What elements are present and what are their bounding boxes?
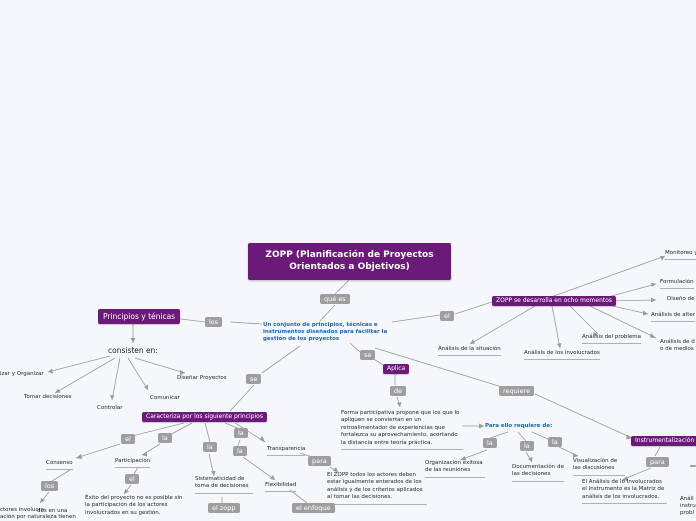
connector-la[interactable]: la <box>483 438 497 449</box>
connector-el-enfoque[interactable]: el enfoque <box>292 503 335 514</box>
connector-la[interactable]: la <box>520 441 534 452</box>
connector-el[interactable]: el <box>121 434 135 445</box>
principio-item[interactable]: Diseñar Proyectos <box>177 375 227 381</box>
ocho-momentos-node[interactable]: ZOPP se desarrolla en ocho momentos <box>492 296 617 306</box>
connector-se[interactable]: se <box>246 374 262 385</box>
principios-tecnicas-node[interactable]: Principios y ténicas <box>98 309 181 325</box>
momento-item[interactable]: Monitoreo y <box>665 250 696 260</box>
connector-la[interactable]: la <box>158 433 172 444</box>
actores-text[interactable]: dos en una <box>37 508 68 514</box>
momento-item[interactable]: Formulación <box>660 279 694 289</box>
principio-item[interactable]: Comunicar <box>150 395 180 401</box>
momento-item[interactable]: Análisis de d o de medios <box>660 339 695 352</box>
principio-flexibilidad[interactable]: Flexibilidad <box>265 482 297 492</box>
actores-text[interactable]: ctores involucra <box>0 507 44 513</box>
connector-para[interactable]: para <box>308 456 331 467</box>
connector-se[interactable]: se <box>360 350 376 361</box>
momento-item[interactable]: Diseño de <box>667 296 695 302</box>
connector-que-es[interactable]: qué es <box>320 294 350 305</box>
connector-la[interactable]: la <box>203 442 217 453</box>
connector-los[interactable]: los <box>41 481 59 492</box>
para-ello-node[interactable]: Para ello requiere de: <box>485 423 553 429</box>
momento-item[interactable]: Análisis de la situación <box>438 346 501 356</box>
connector-el-zopp[interactable]: el zopp <box>208 503 240 514</box>
para-ello-item[interactable]: Organización exitosa de las reuniones <box>425 460 485 478</box>
principio-sistematicidad[interactable]: Sistematicidad de toma de decisiones <box>195 476 253 494</box>
connector-la[interactable]: la <box>233 446 247 457</box>
connector-los[interactable]: los <box>205 317 223 328</box>
principio-item[interactable]: izar y Organizar <box>0 371 44 377</box>
momento-item[interactable]: Análisis de los involucrados <box>524 350 600 360</box>
momento-item[interactable]: Análisis del problema <box>582 334 641 344</box>
aplica-node[interactable]: Aplica <box>383 364 410 374</box>
principio-transparencia[interactable]: Transparencia <box>267 446 306 456</box>
connector-de[interactable]: de <box>390 386 407 397</box>
connector-el[interactable]: el <box>125 474 139 485</box>
connector-el[interactable]: el <box>440 311 454 322</box>
principio-item[interactable]: Tomar decisiones <box>24 394 72 400</box>
connector-requiere[interactable]: requiere <box>499 386 535 397</box>
instrumentalizacion-side[interactable]: Análi instru probl <box>680 496 696 517</box>
para-ello-item[interactable]: Visualización de las discusiones <box>573 458 625 476</box>
para-ello-item[interactable]: Documentación de las decisiones <box>512 464 564 482</box>
connector-la[interactable]: la <box>234 428 248 439</box>
accion-text[interactable]: ación por naturaleza tienen <box>0 514 76 520</box>
principio-item[interactable]: Controlar <box>97 405 123 411</box>
connector-la[interactable]: la <box>548 437 562 448</box>
definition-text[interactable]: Un conjunto de principios, técnicas e in… <box>263 322 388 343</box>
connector-para[interactable]: para <box>646 457 669 468</box>
instrumentalizacion-text[interactable]: El Análisis de lo Involucrados el Instru… <box>582 479 667 505</box>
momento-item[interactable]: Análisis de alter <box>651 312 696 322</box>
consisten-en-label[interactable]: consisten en: <box>108 346 158 355</box>
aplica-description[interactable]: Forma participativa propone que los que … <box>341 410 463 451</box>
exito-text[interactable]: Éxito del proyecto no es posible sin la … <box>85 495 183 516</box>
zopp-todos-text[interactable]: El ZOPP todos los actores deben estar ig… <box>327 472 427 505</box>
principio-participacion[interactable]: Participación <box>115 458 151 468</box>
central-topic-zopp[interactable]: ZOPP (Planificación de Proyectos Orienta… <box>248 243 451 280</box>
connector-partial[interactable] <box>690 465 696 467</box>
caracteriza-node[interactable]: Caracteriza por los siguiente principios <box>142 412 267 422</box>
instrumentalizacion-node[interactable]: Instrumentalización de <box>631 436 696 446</box>
principio-consenso[interactable]: Consenso <box>46 460 73 470</box>
